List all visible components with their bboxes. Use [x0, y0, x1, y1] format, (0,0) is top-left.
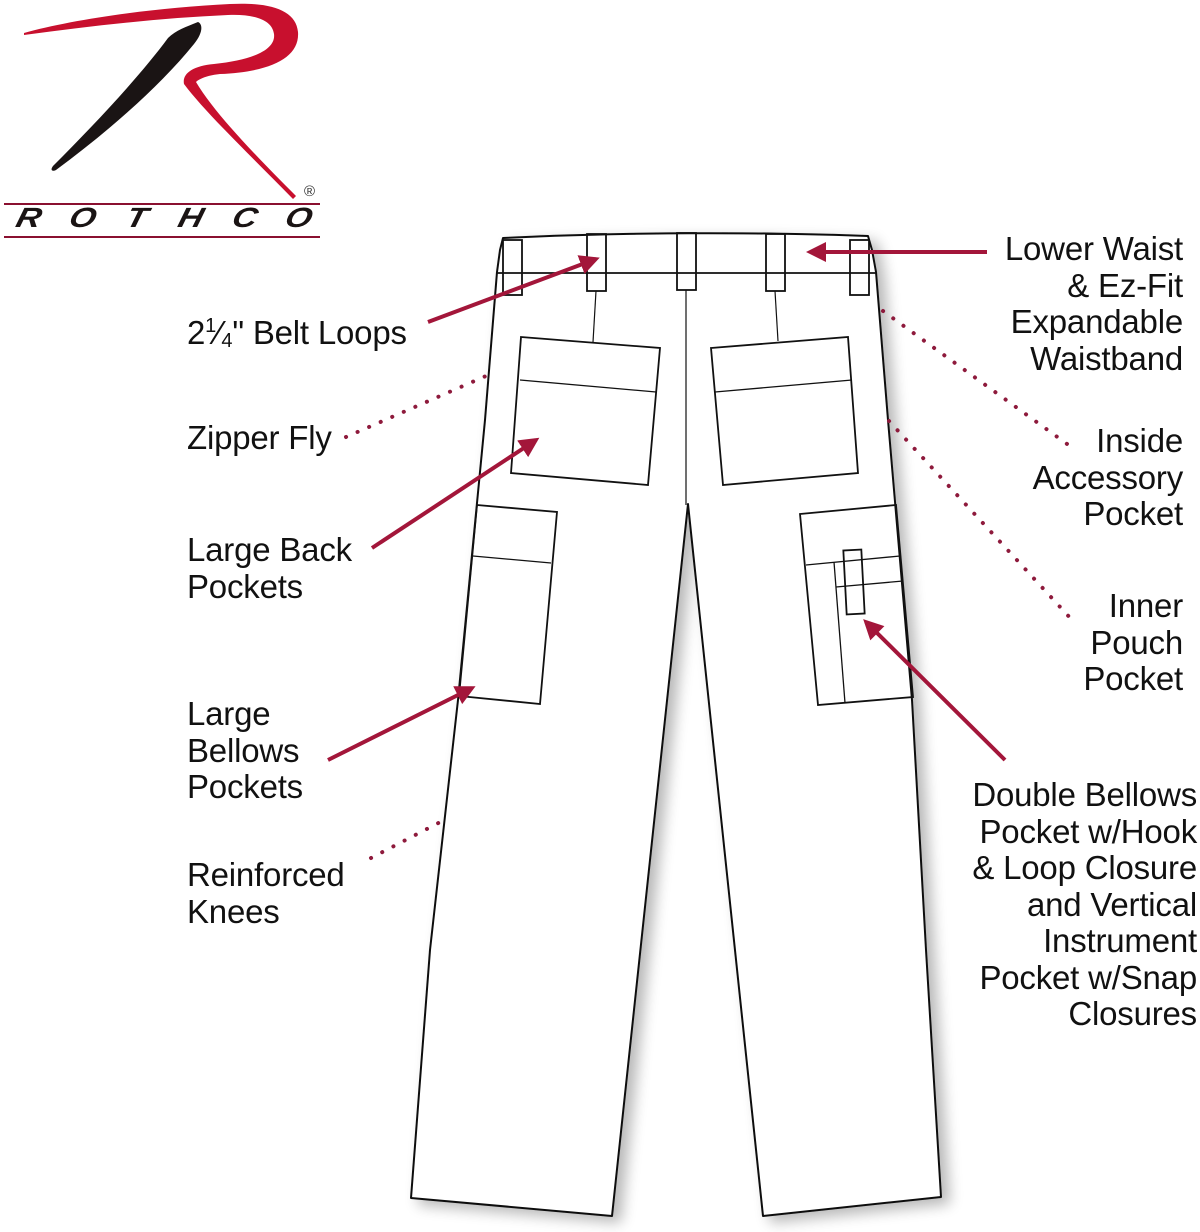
arrow-back-pockets	[370, 437, 540, 550]
label-double-bellows-pocket: Double Bellows Pocket w/Hook & Loop Clos…	[972, 776, 1197, 1032]
cargo-pocket-right	[799, 504, 914, 706]
dotted-inner-pouch	[887, 419, 1075, 623]
back-pocket-left	[510, 336, 661, 486]
dotted-reinforced-knees	[369, 816, 450, 860]
arrow-belt-loops	[427, 255, 600, 324]
registered-mark: ®	[304, 183, 316, 200]
pants-outline	[410, 232, 942, 1217]
label-inside-accessory-pocket: Inside Accessory Pocket	[1032, 422, 1184, 532]
label-reinforced-knees: Reinforced Knees	[187, 856, 345, 930]
belt-loop	[502, 239, 523, 296]
logo-r-black-stem	[51, 22, 202, 171]
label-zipper-fly: Zipper Fly	[187, 419, 332, 456]
callout-arrows	[327, 242, 1007, 762]
callout-dotted-lines	[344, 309, 1076, 860]
label-lower-waist: Lower Waist & Ez-Fit Expandable Waistban…	[1004, 230, 1183, 377]
label-belt-loops: 21⁄4" Belt Loops	[187, 314, 407, 352]
rothco-logo	[4, 3, 320, 238]
label-large-bellows-pockets: Large Bellows Pockets	[187, 695, 303, 805]
logo-r-red-stroke	[24, 3, 299, 199]
dotted-accessory-pocket	[881, 309, 1076, 451]
label-large-back-pockets: Large Back Pockets	[187, 531, 352, 605]
arrow-bellows-pockets	[327, 686, 476, 762]
dotted-zipper-fly	[344, 374, 488, 439]
belt-loop	[849, 239, 870, 296]
cargo-pocket-left	[458, 504, 558, 705]
arrow-double-bellows	[863, 619, 1007, 762]
pants-details	[458, 232, 914, 706]
instrument-pocket	[842, 548, 866, 616]
back-pocket-right	[710, 336, 859, 486]
label-inner-pouch-pocket: Inner Pouch Pocket	[1083, 587, 1183, 697]
